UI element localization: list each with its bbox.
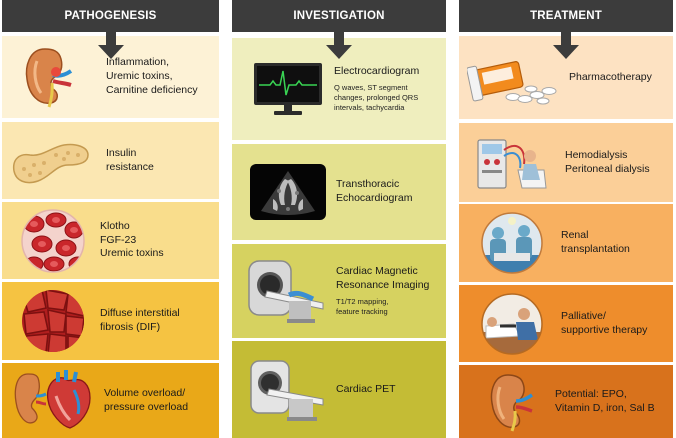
pathogenesis-panel-5: Volume overload/ pressure overload [2,363,219,438]
kidney-inflammation-icon [16,42,82,112]
column-investigation: INVESTIGATION Electrocardiogram Q waves,… [232,0,446,438]
investigation-panel-2: Transthoracic Echocardiogram [232,144,446,240]
treatment-panel-2: Hemodialysis Peritoneal dialysis [459,123,673,202]
treatment-text-3: Renal transplantation [561,229,630,255]
pancreas-icon [8,131,92,191]
column-header: PATHOGENESIS [2,0,219,32]
treatment-panel-4: Palliative/ supportive therapy [459,285,673,362]
investigation-text-2: Transthoracic Echocardiogram [336,178,413,204]
treatment-text-5: Potential: EPO, Vitamin D, iron, Sal B [555,387,655,414]
investigation-text-3: Cardiac Magnetic Resonance Imaging T1/T2… [336,265,430,316]
fibrosis-tissue-icon [18,286,88,356]
pill-bottle-icon [467,47,559,109]
pet-scanner-icon [242,352,330,428]
pathogenesis-text-1: Inflammation, Uremic toxins, Carnitine d… [106,56,198,96]
investigation-panel-4: Cardiac PET [232,341,446,438]
palliative-care-icon [477,289,547,359]
column-header: INVESTIGATION [232,0,446,32]
column-pathogenesis: PATHOGENESIS Inflammation, Uremic toxins… [2,0,219,438]
down-arrow-icon [326,32,352,59]
column-treatment: TREATMENT Pharmacotherapy [459,0,673,438]
ecg-monitor-icon [252,59,324,119]
investigation-panel-3: Cardiac Magnetic Resonance Imaging T1/T2… [232,244,446,338]
down-arrow-icon [97,32,124,59]
dialysis-machine-icon [473,128,551,198]
mri-scanner-icon [242,253,330,329]
pathogenesis-panel-2: Insulin resistance [2,122,219,199]
surgery-icon [477,208,547,278]
red-blood-cells-icon [18,206,88,276]
treatment-text-4: Palliative/ supportive therapy [561,309,648,336]
pathogenesis-text-4: Diffuse interstitial fibrosis (DIF) [100,307,180,333]
pathogenesis-text-5: Volume overload/ pressure overload [104,386,189,413]
treatment-panel-5: Potential: EPO, Vitamin D, iron, Sal B [459,365,673,438]
down-arrow-icon [553,32,579,59]
column-header: TREATMENT [459,0,673,32]
pathogenesis-text-2: Insulin resistance [106,146,154,173]
treatment-panel-3: Renal transplantation [459,204,673,282]
pathogenesis-panel-4: Diffuse interstitial fibrosis (DIF) [2,282,219,360]
treatment-text-2: Hemodialysis Peritoneal dialysis [565,148,650,175]
treatment-text-1: Pharmacotherapy [569,70,652,83]
investigation-text-1: Electrocardiogram Q waves, ST segment ch… [334,65,420,112]
kidney-heart-icon [12,368,94,434]
echocardiogram-icon [248,161,328,223]
kidney-icon [483,369,541,435]
treatment-panel-1: Pharmacotherapy [459,36,673,119]
investigation-text-4: Cardiac PET [336,382,396,395]
pathogenesis-text-3: Klotho FGF-23 Uremic toxins [100,219,164,260]
pathogenesis-panel-3: Klotho FGF-23 Uremic toxins [2,202,219,279]
